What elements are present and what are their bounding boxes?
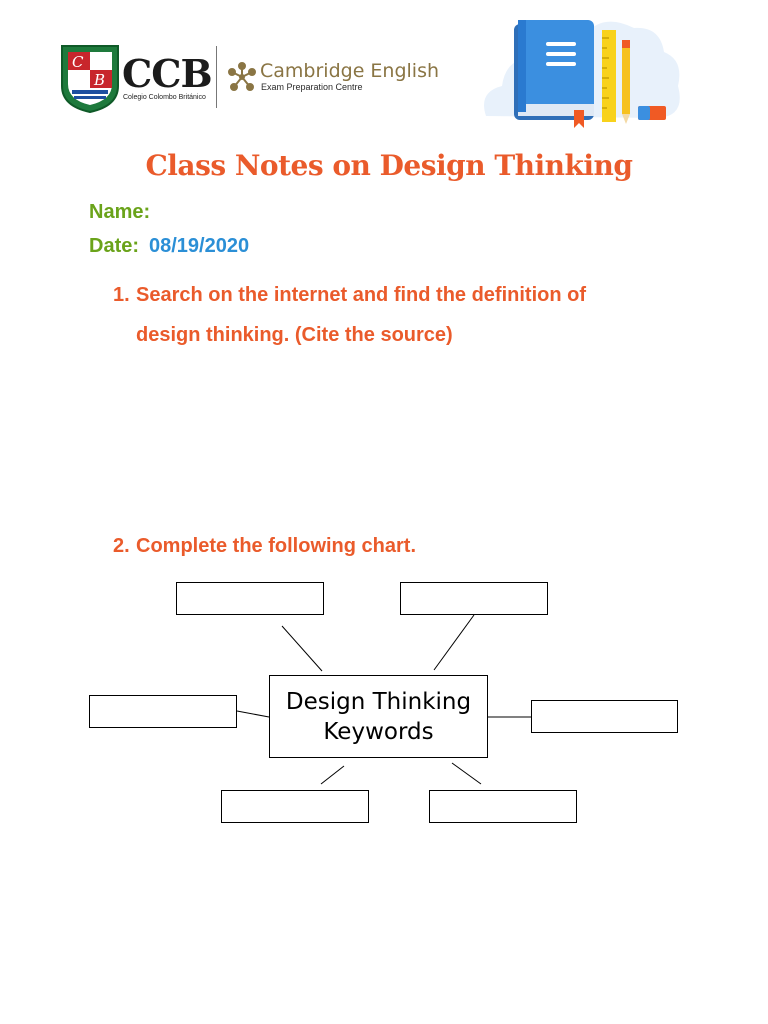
diagram-center-box: Design Thinking Keywords (269, 675, 488, 758)
keyword-box-top-left[interactable] (176, 582, 324, 615)
cambridge-logo-icon (228, 62, 256, 92)
keyword-box-left[interactable] (89, 695, 237, 728)
header-divider (216, 46, 217, 108)
keyword-box-bottom-right[interactable] (429, 790, 577, 823)
page-title: Class Notes on Design Thinking (145, 149, 634, 182)
date-value: 08/19/2020 (149, 235, 250, 257)
center-box-line-1: Design Thinking (285, 688, 472, 715)
name-label: Name: (89, 201, 151, 223)
date-label: Date: (89, 235, 140, 257)
cambridge-name: Cambridge English (260, 60, 440, 82)
school-name: CCB (122, 51, 213, 96)
keyword-box-right[interactable] (531, 700, 678, 733)
svg-text:C: C (72, 53, 84, 71)
school-subtitle: Colegio Colombo Británico (123, 94, 206, 101)
center-box-line-2: Keywords (323, 718, 434, 745)
question-1-line-1: Search on the internet and find the defi… (136, 284, 586, 306)
keyword-box-bottom-left[interactable] (221, 790, 369, 823)
question-2-number: 2. (113, 535, 130, 557)
keyword-box-top-right[interactable] (400, 582, 548, 615)
question-1-number: 1. (113, 284, 130, 306)
cambridge-subtitle: Exam Preparation Centre (261, 82, 363, 92)
book-ruler-pencil-icon (478, 6, 688, 130)
svg-text:B: B (93, 71, 105, 89)
question-2-line-1: Complete the following chart. (136, 535, 417, 557)
ccb-crest-logo: C B (60, 44, 120, 114)
question-1-line-2: design thinking. (Cite the source) (136, 324, 453, 346)
